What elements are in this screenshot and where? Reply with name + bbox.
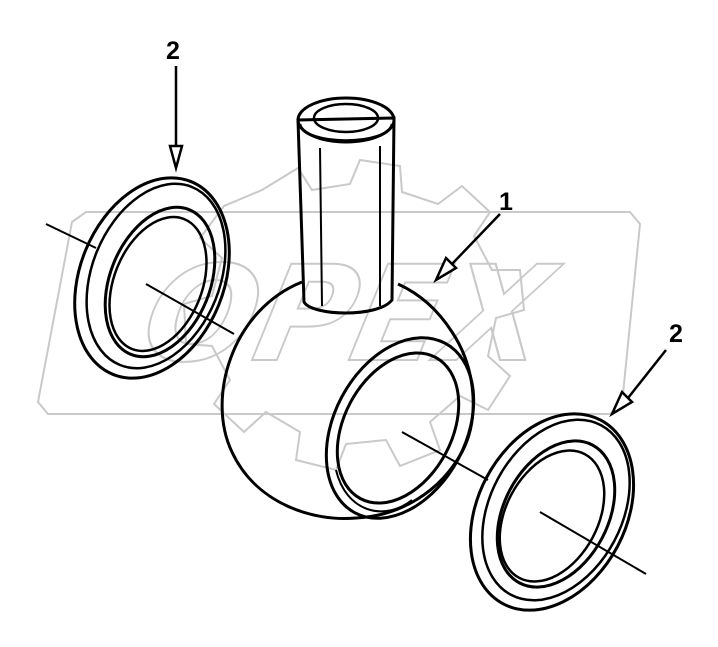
arrow-banjo [451, 213, 501, 265]
ring-right-outer-face [481, 418, 631, 602]
stem-top-outer [296, 96, 396, 144]
callout-arrows [168, 66, 667, 418]
watermark-banner [36, 211, 642, 415]
stem-top-wall [298, 123, 394, 142]
watermark-text: OPEX [130, 238, 569, 391]
ring-left-inner [103, 205, 217, 359]
ring-left-inner-face [108, 215, 208, 353]
banjo-bore-shadow [335, 469, 413, 513]
opex-watermark: OPEX [36, 158, 642, 472]
arrowhead-ring-right [609, 389, 635, 418]
ring-left-outer-face [85, 182, 227, 370]
ring-left-outer [73, 176, 231, 380]
axis-line-left-inner [145, 283, 235, 335]
ring-right-inner [495, 439, 617, 589]
arrow-ring-right [627, 349, 667, 399]
banjo-fitting [220, 96, 476, 521]
axis-line-left-outer [45, 223, 97, 249]
banjo-body [220, 280, 475, 521]
banjo-bore-outer [324, 336, 476, 520]
callout-ring-right: 2 [669, 320, 683, 348]
sealing-ring-right [468, 412, 636, 612]
banjo-stem [296, 116, 396, 315]
stem-edge-line [319, 147, 323, 307]
ring-right-outer [468, 412, 636, 612]
sealing-ring-left [73, 176, 231, 380]
axis-line-right [539, 511, 647, 575]
arrowhead-ring-top-left [168, 144, 184, 173]
axis-lines [45, 223, 647, 575]
ring-right-inner-face [498, 449, 606, 583]
banjo-bore-inner [335, 351, 461, 505]
stem-top-inner [312, 102, 380, 134]
callout-banjo-fitting: 1 [499, 188, 513, 216]
callout-ring-top-left: 2 [166, 37, 180, 65]
axis-line-center [401, 431, 489, 481]
arrowhead-banjo [433, 255, 459, 284]
